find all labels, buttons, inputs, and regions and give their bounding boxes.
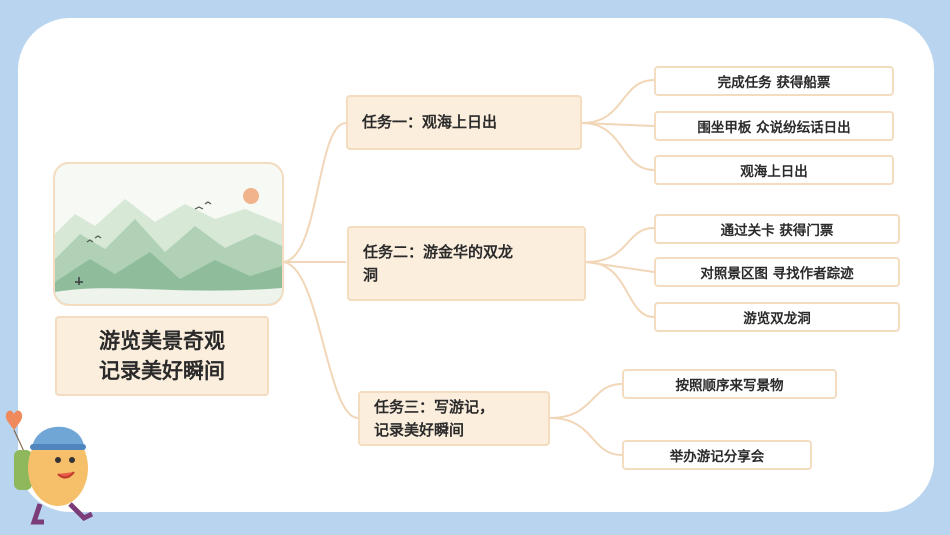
connector-task1-item3	[581, 122, 655, 171]
connector-task2-item1	[585, 227, 655, 263]
connector-task3-item1	[549, 383, 623, 419]
mascot-egg-hiker-icon	[5, 410, 94, 525]
task-two-item-3[interactable]: 游览双龙洞	[654, 302, 900, 332]
task-three-item-1[interactable]: 按照顺序来写景物	[622, 369, 837, 399]
task-one-item-2-label: 围坐甲板 众说纷纭话日出	[697, 120, 851, 136]
task-three-item-1-label: 按照顺序来写景物	[675, 378, 784, 394]
task-three-item-2-label: 举办游记分享会	[669, 449, 765, 465]
task-one-item-3[interactable]: 观海上日出	[654, 155, 894, 185]
task-one-item-2[interactable]: 围坐甲板 众说纷纭话日出	[654, 111, 894, 141]
task-two-label-line2: 洞	[363, 265, 379, 284]
task-three-node[interactable]: 任务三：写游记， 记录美好瞬间	[358, 391, 550, 446]
task-three-item-2[interactable]: 举办游记分享会	[622, 440, 812, 470]
mountain-landscape-icon	[55, 188, 282, 304]
main-title-line2: 记录美好瞬间	[99, 359, 225, 383]
connector-root-task3	[281, 261, 359, 419]
task-one-item-3-label: 观海上日出	[740, 164, 808, 180]
connector-task2-item3	[585, 261, 655, 318]
task-three-label-line2: 记录美好瞬间	[374, 420, 465, 439]
task-one-node[interactable]: 任务一：观海上日出	[346, 95, 582, 150]
connector-task1-item1	[581, 79, 655, 124]
task-three-label-line1: 任务三：写游记，	[374, 398, 495, 416]
landscape-painting	[53, 162, 284, 306]
task-two-node[interactable]: 任务二：游金华的双龙 洞	[347, 226, 586, 301]
main-title-box: 游览美景奇观 记录美好瞬间	[55, 316, 269, 396]
task-two-label-line1: 任务二：游金华的双龙	[363, 243, 514, 261]
connector-root-task1	[281, 122, 347, 263]
task-two-item-2-label: 对照景区图 寻找作者踪迹	[700, 266, 854, 282]
heart-balloon-icon	[5, 410, 23, 430]
connector-task3-item2	[549, 417, 623, 456]
task-one-label: 任务一：观海上日出	[362, 113, 498, 132]
task-one-item-1[interactable]: 完成任务 获得船票	[654, 66, 894, 96]
task-one-item-1-label: 完成任务 获得船票	[717, 75, 831, 91]
task-two-item-3-label: 游览双龙洞	[743, 311, 811, 327]
task-two-item-1-label: 通过关卡 获得门票	[720, 223, 834, 239]
task-two-item-2[interactable]: 对照景区图 寻找作者踪迹	[654, 257, 900, 287]
main-title-line1: 游览美景奇观	[99, 328, 225, 353]
task-two-item-1[interactable]: 通过关卡 获得门票	[654, 214, 900, 244]
